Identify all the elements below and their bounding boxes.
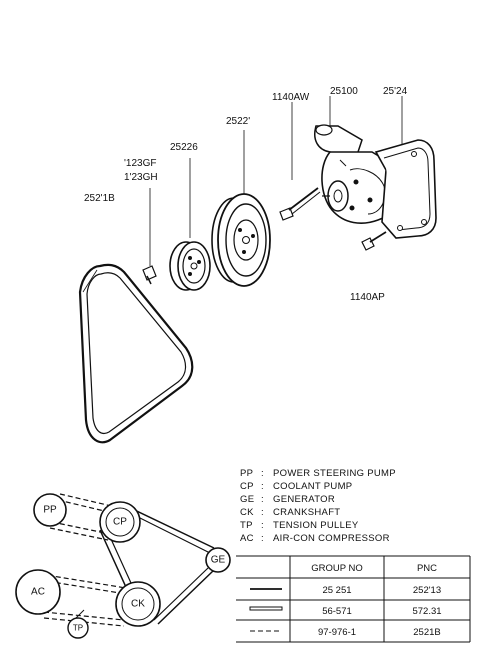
legend-sep: : xyxy=(261,520,264,531)
water-pump-drawing xyxy=(314,96,403,224)
pump-bolt-part-number: 1140AW xyxy=(272,92,310,103)
table-row: 25 251 252'13 xyxy=(322,585,441,596)
small-pulley-part-number: 25226 xyxy=(170,142,198,153)
legend-code: GE xyxy=(240,494,254,505)
legend-code: CP xyxy=(240,481,254,492)
table-cell-group: 25 251 xyxy=(322,585,351,596)
node-ac: AC xyxy=(15,569,61,615)
node-ck-label: CK xyxy=(131,599,145,610)
table-cell-pnc: 2521B xyxy=(413,627,440,638)
node-ge-label: GE xyxy=(211,555,226,566)
table-row: 97-976-1 2521B xyxy=(318,627,441,638)
legend-sep: : xyxy=(261,468,264,479)
table-row: 56-571 572.31 xyxy=(322,606,441,617)
pulley-nodes: PP CP GE AC CK TP xyxy=(15,493,231,639)
node-pp-label: PP xyxy=(43,505,57,516)
legend-desc: CRANKSHAFT xyxy=(273,507,340,518)
legend-sep: : xyxy=(261,494,264,505)
large-pulley-drawing xyxy=(211,130,271,287)
belt-part-number: 252'1B xyxy=(84,193,115,204)
legend-desc: GENERATOR xyxy=(273,494,335,505)
lower-bolt-part-number: 1140AP xyxy=(350,292,385,303)
node-tp: TP xyxy=(67,617,89,639)
table-cell-group: 97-976-1 xyxy=(318,627,356,638)
bolt-part-number-upper: '123GF xyxy=(124,158,156,169)
node-cp: CP xyxy=(99,501,141,543)
legend-desc: COOLANT PUMP xyxy=(273,481,352,492)
legend-sep: : xyxy=(261,533,264,544)
legend-row: PP : POWER STEERING PUMP xyxy=(240,468,396,479)
node-cp-label: CP xyxy=(113,517,127,528)
legend-sep: : xyxy=(261,481,264,492)
belt-part-table: GROUP NO PNC 25 251 252'13 56-571 572.31… xyxy=(236,555,471,643)
small-pulley-drawing xyxy=(169,158,211,291)
gasket-part-number: 25'24 xyxy=(383,86,408,97)
line-style-samples xyxy=(249,588,283,632)
node-ac-label: AC xyxy=(31,587,45,598)
table-cell-group: 56-571 xyxy=(322,606,352,617)
legend-row: AC : AIR-CON COMPRESSOR xyxy=(240,533,390,544)
table-cell-pnc: 572.31 xyxy=(412,606,441,617)
legend-code: CK xyxy=(240,507,254,518)
legend-row: TP : TENSION PULLEY xyxy=(240,520,359,531)
abbreviation-legend: PP : POWER STEERING PUMP CP : COOLANT PU… xyxy=(240,468,396,544)
legend-row: CP : COOLANT PUMP xyxy=(240,481,352,492)
node-ge: GE xyxy=(205,547,231,573)
drive-belt-drawing xyxy=(78,263,194,444)
legend-code: PP xyxy=(240,468,253,479)
pump-bolt-drawing xyxy=(279,102,321,221)
table-cell-pnc: 252'13 xyxy=(413,585,441,596)
legend-row: GE : GENERATOR xyxy=(240,494,335,505)
bolt-part-number-lower: 1'23GH xyxy=(124,172,158,183)
legend-code: TP xyxy=(240,520,253,531)
table-header-pnc: PNC xyxy=(417,563,437,574)
legend-code: AC xyxy=(240,533,254,544)
node-ck: CK xyxy=(115,581,161,627)
legend-row: CK : CRANKSHAFT xyxy=(240,507,340,518)
legend-desc: TENSION PULLEY xyxy=(273,520,359,531)
node-tp-label: TP xyxy=(73,624,83,633)
lower-pump-bolt-drawing xyxy=(361,231,387,251)
node-pp: PP xyxy=(33,493,67,527)
pulley-bolt-drawing xyxy=(142,188,157,285)
pump-gasket-drawing xyxy=(374,96,437,239)
large-pulley-part-number: 2522' xyxy=(226,116,250,127)
legend-sep: : xyxy=(261,507,264,518)
legend-desc: POWER STEERING PUMP xyxy=(273,468,396,479)
legend-desc: AIR-CON COMPRESSOR xyxy=(273,533,390,544)
table-header-group: GROUP NO xyxy=(311,563,363,574)
part-labels: 252'1B '123GF 1'23GH 25226 2522' 1140AW … xyxy=(84,86,408,303)
water-pump-part-number: 25100 xyxy=(330,86,358,97)
